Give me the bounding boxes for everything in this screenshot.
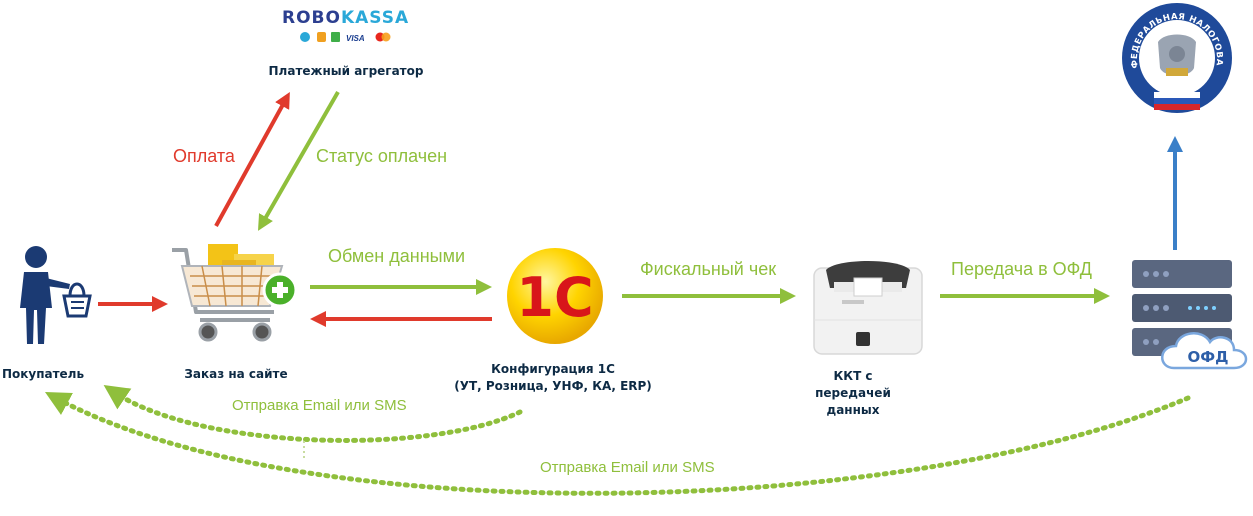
order-label: Заказ на сайте (184, 367, 288, 381)
onec-logo-icon: 1С (507, 248, 603, 344)
fns-emblem-icon: ФЕДЕРАЛЬНАЯ НАЛОГОВАЯ СЛУЖБА (1118, 2, 1232, 113)
label-fiscal-receipt: Фискальный чек (640, 259, 777, 279)
config-list: (УТ, Розница, УНФ, КА, ERP) (454, 379, 652, 393)
buyer-person-icon (20, 246, 92, 344)
kkt-label: ККТ с передачей данных (796, 368, 910, 419)
label-ofd-transfer: Передача в ОФД (951, 259, 1092, 279)
config-label: Конфигурация 1С (УТ, Розница, УНФ, КА, E… (440, 361, 666, 395)
label-data-exchange: Обмен данными (328, 246, 466, 266)
logo-text-kassa: KASSA (340, 8, 410, 28)
dotted-arrow-1c-to-order (103, 385, 523, 443)
kkt-label-line2: данных (826, 403, 880, 417)
label-email-sms-1: Отправка Email или SMS (232, 397, 407, 414)
dotted-arrow-ofd-to-buyer (44, 392, 1191, 496)
visa-icon: VISA (346, 34, 365, 43)
shopping-cart-icon (172, 244, 298, 342)
label-email-sms-2: Отправка Email или SMS (540, 459, 715, 476)
kkt-printer-icon (813, 261, 923, 355)
config-title: Конфигурация 1С (491, 362, 615, 376)
arrow-status-paid (258, 91, 340, 231)
logo-text-robo: ROBO (282, 8, 341, 28)
label-status-paid: Статус оплачен (316, 146, 448, 166)
robokassa-logo: ROBOKASSA (282, 8, 409, 28)
buyer-label: Покупатель (1, 367, 85, 381)
arrow-payment (214, 91, 290, 227)
payment-methods-icons: VISA (300, 32, 391, 43)
aggregator-label: Платежный агрегатор (268, 64, 424, 78)
kkt-label-line1: ККТ с передачей (815, 369, 891, 400)
label-payment: Оплата (173, 146, 235, 166)
ofd-cloud-text: ОФД (1188, 348, 1229, 366)
onec-logo-text: 1С (516, 266, 593, 329)
ofd-server-icon: ОФД (1132, 260, 1248, 370)
